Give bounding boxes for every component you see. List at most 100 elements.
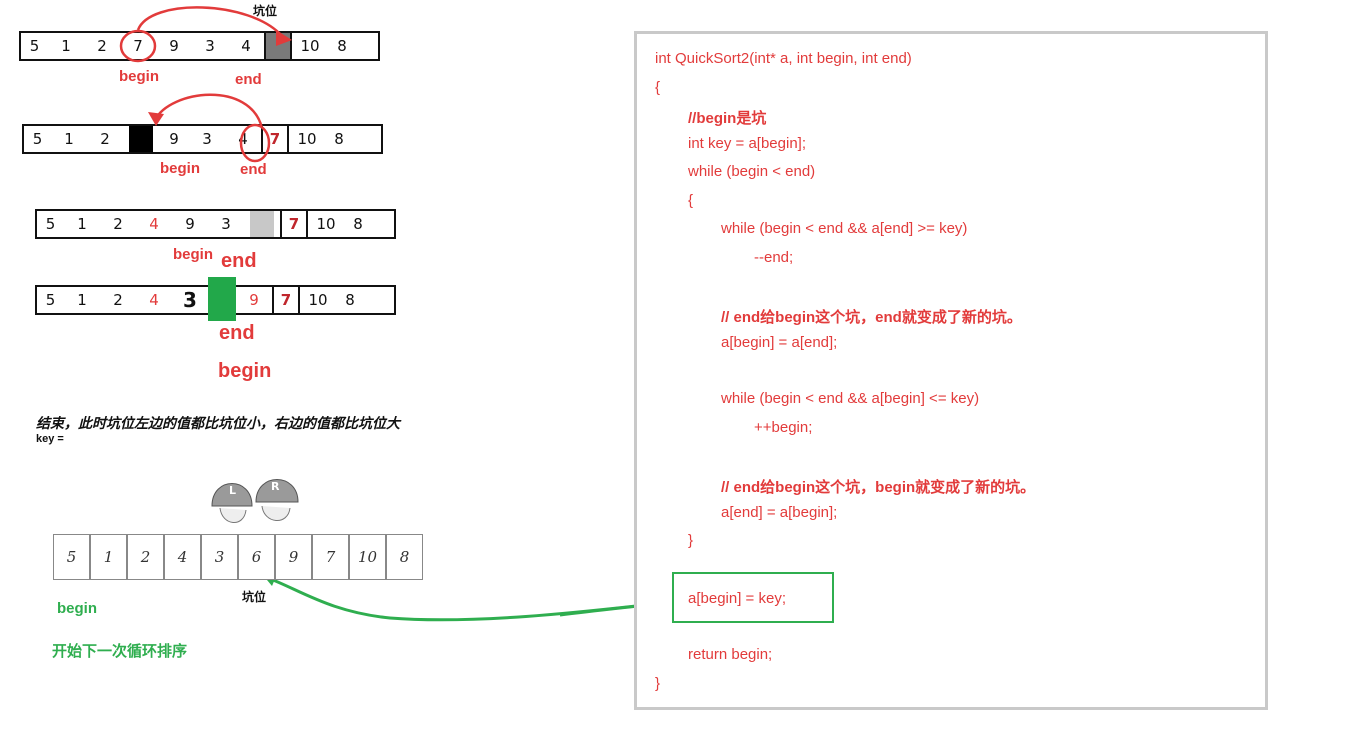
array-cell: 3 bbox=[201, 534, 238, 580]
code-comment: // end给begin这个坑，end就变成了新的坑。 bbox=[721, 309, 1022, 326]
array-cell: 10 bbox=[297, 130, 317, 148]
end-label: end bbox=[219, 322, 255, 344]
code-line: while (begin < end && a[begin] <= key) bbox=[721, 390, 980, 407]
arrow-head bbox=[276, 30, 292, 46]
code-line: a[end] = a[begin]; bbox=[721, 504, 838, 521]
begin-label: begin bbox=[173, 246, 213, 263]
code-line: { bbox=[688, 192, 694, 209]
array-cell: 8 bbox=[353, 215, 363, 233]
array-cell: 9 bbox=[249, 291, 259, 309]
array-cell: 1 bbox=[64, 130, 74, 148]
highlight-box bbox=[672, 572, 834, 623]
array-cell: 3 bbox=[205, 37, 215, 55]
begin-label: begin bbox=[218, 360, 272, 382]
array-cell: 3 bbox=[202, 130, 212, 148]
array-cell: 5 bbox=[29, 37, 40, 55]
code-line: { bbox=[655, 79, 661, 96]
helmet-left-icon bbox=[211, 483, 253, 507]
array-cell: 4 bbox=[149, 291, 159, 309]
array-cell: 5 bbox=[32, 130, 43, 148]
array-cell: 10 bbox=[349, 534, 386, 580]
array-row-3: 5 1 2 4 9 3 7 10 8 bbox=[35, 209, 396, 239]
code-line: ++begin; bbox=[754, 419, 813, 436]
pivot-cell: 7 bbox=[272, 287, 300, 313]
hole-label-bottom: 坑位 bbox=[242, 590, 267, 604]
array-cell: 1 bbox=[90, 534, 127, 580]
array-cell: 7 bbox=[312, 534, 349, 580]
array-cell: 8 bbox=[345, 291, 355, 309]
end-label: end bbox=[235, 71, 262, 88]
array-cell: 4 bbox=[241, 37, 251, 55]
array-cell: 6 bbox=[238, 534, 275, 580]
hole-cell bbox=[250, 211, 274, 237]
array-cell: 9 bbox=[169, 130, 179, 148]
code-line-highlighted: a[begin] = key; bbox=[688, 590, 786, 607]
hand-drawn-array: 5 1 2 4 3 6 9 7 10 8 bbox=[53, 534, 423, 580]
code-line: } bbox=[655, 675, 661, 692]
end-label: end bbox=[240, 161, 267, 178]
pivot-cell: 7 bbox=[280, 211, 308, 237]
code-line: return begin; bbox=[688, 646, 773, 663]
array-cell: 9 bbox=[185, 215, 195, 233]
array-cell: 8 bbox=[337, 37, 347, 55]
array-cell: 1 bbox=[61, 37, 71, 55]
array-cell: 2 bbox=[97, 37, 107, 55]
hole-cell bbox=[208, 277, 236, 321]
array-row-2: 5 1 2 9 3 4 7 10 8 bbox=[22, 124, 383, 154]
pivot-cell: 7 bbox=[261, 126, 289, 152]
hole-cell bbox=[129, 126, 153, 152]
code-line: int key = a[begin]; bbox=[688, 135, 806, 152]
array-cell: 1 bbox=[77, 291, 87, 309]
array-cell: 4 bbox=[164, 534, 201, 580]
circle-mark bbox=[119, 29, 157, 63]
key-text: key = bbox=[36, 433, 64, 445]
array-cell: 4 bbox=[238, 130, 248, 148]
array-cell: 9 bbox=[169, 37, 179, 55]
array-cell: 10 bbox=[316, 215, 336, 233]
array-cell: 5 bbox=[45, 215, 56, 233]
array-cell: 8 bbox=[386, 534, 423, 580]
helmet-figures bbox=[211, 479, 299, 523]
circle-mark bbox=[239, 123, 271, 163]
code-panel bbox=[634, 31, 1268, 710]
array-cell: 10 bbox=[300, 37, 320, 55]
end-label: end bbox=[221, 250, 257, 272]
array-cell: 2 bbox=[113, 215, 123, 233]
code-line-signature: int QuickSort2(int* a, int begin, int en… bbox=[655, 50, 912, 67]
array-cell: 2 bbox=[113, 291, 123, 309]
next-loop-text: 开始下一次循环排序 bbox=[52, 643, 188, 660]
array-cell: 3 bbox=[183, 288, 197, 312]
array-cell: 8 bbox=[334, 130, 344, 148]
helmet-right-icon bbox=[255, 479, 299, 503]
arc-arrow bbox=[153, 93, 264, 129]
begin-label: begin bbox=[160, 160, 200, 177]
array-row-1: 5 1 2 7 9 3 4 10 8 bbox=[19, 31, 380, 61]
array-cell: 3 bbox=[221, 215, 231, 233]
arrow-head bbox=[148, 112, 164, 126]
array-cell: 5 bbox=[45, 291, 56, 309]
code-comment: //begin是坑 bbox=[688, 110, 767, 127]
array-cell: 5 bbox=[53, 534, 90, 580]
array-cell: 2 bbox=[127, 534, 164, 580]
array-cell: 2 bbox=[100, 130, 110, 148]
code-line: --end; bbox=[754, 249, 794, 266]
conclusion-text: 结束，此时坑位左边的值都比坑位小，右边的值都比坑位大 bbox=[36, 415, 400, 431]
code-comment: // end给begin这个坑，begin就变成了新的坑。 bbox=[721, 479, 1036, 496]
helmet-left-label: L bbox=[229, 484, 237, 497]
code-line: while (begin < end) bbox=[688, 163, 816, 180]
array-row-4: 5 1 2 4 3 9 7 10 8 bbox=[35, 277, 396, 321]
code-line: } bbox=[688, 532, 694, 549]
green-arrow-extension bbox=[559, 600, 673, 617]
code-line: while (begin < end && a[end] >= key) bbox=[721, 220, 968, 237]
array-cell: 9 bbox=[275, 534, 312, 580]
hole-label-top: 坑位 bbox=[253, 4, 278, 18]
arc-arrow bbox=[136, 6, 283, 37]
array-cell: 10 bbox=[308, 291, 328, 309]
array-cell: 1 bbox=[77, 215, 87, 233]
array-cell: 4 bbox=[149, 215, 159, 233]
array-cell: 7 bbox=[133, 37, 143, 55]
helmet-right-label: R bbox=[271, 480, 280, 493]
begin-green-label: begin bbox=[57, 600, 97, 617]
code-line: a[begin] = a[end]; bbox=[721, 334, 838, 351]
begin-label: begin bbox=[119, 68, 159, 85]
